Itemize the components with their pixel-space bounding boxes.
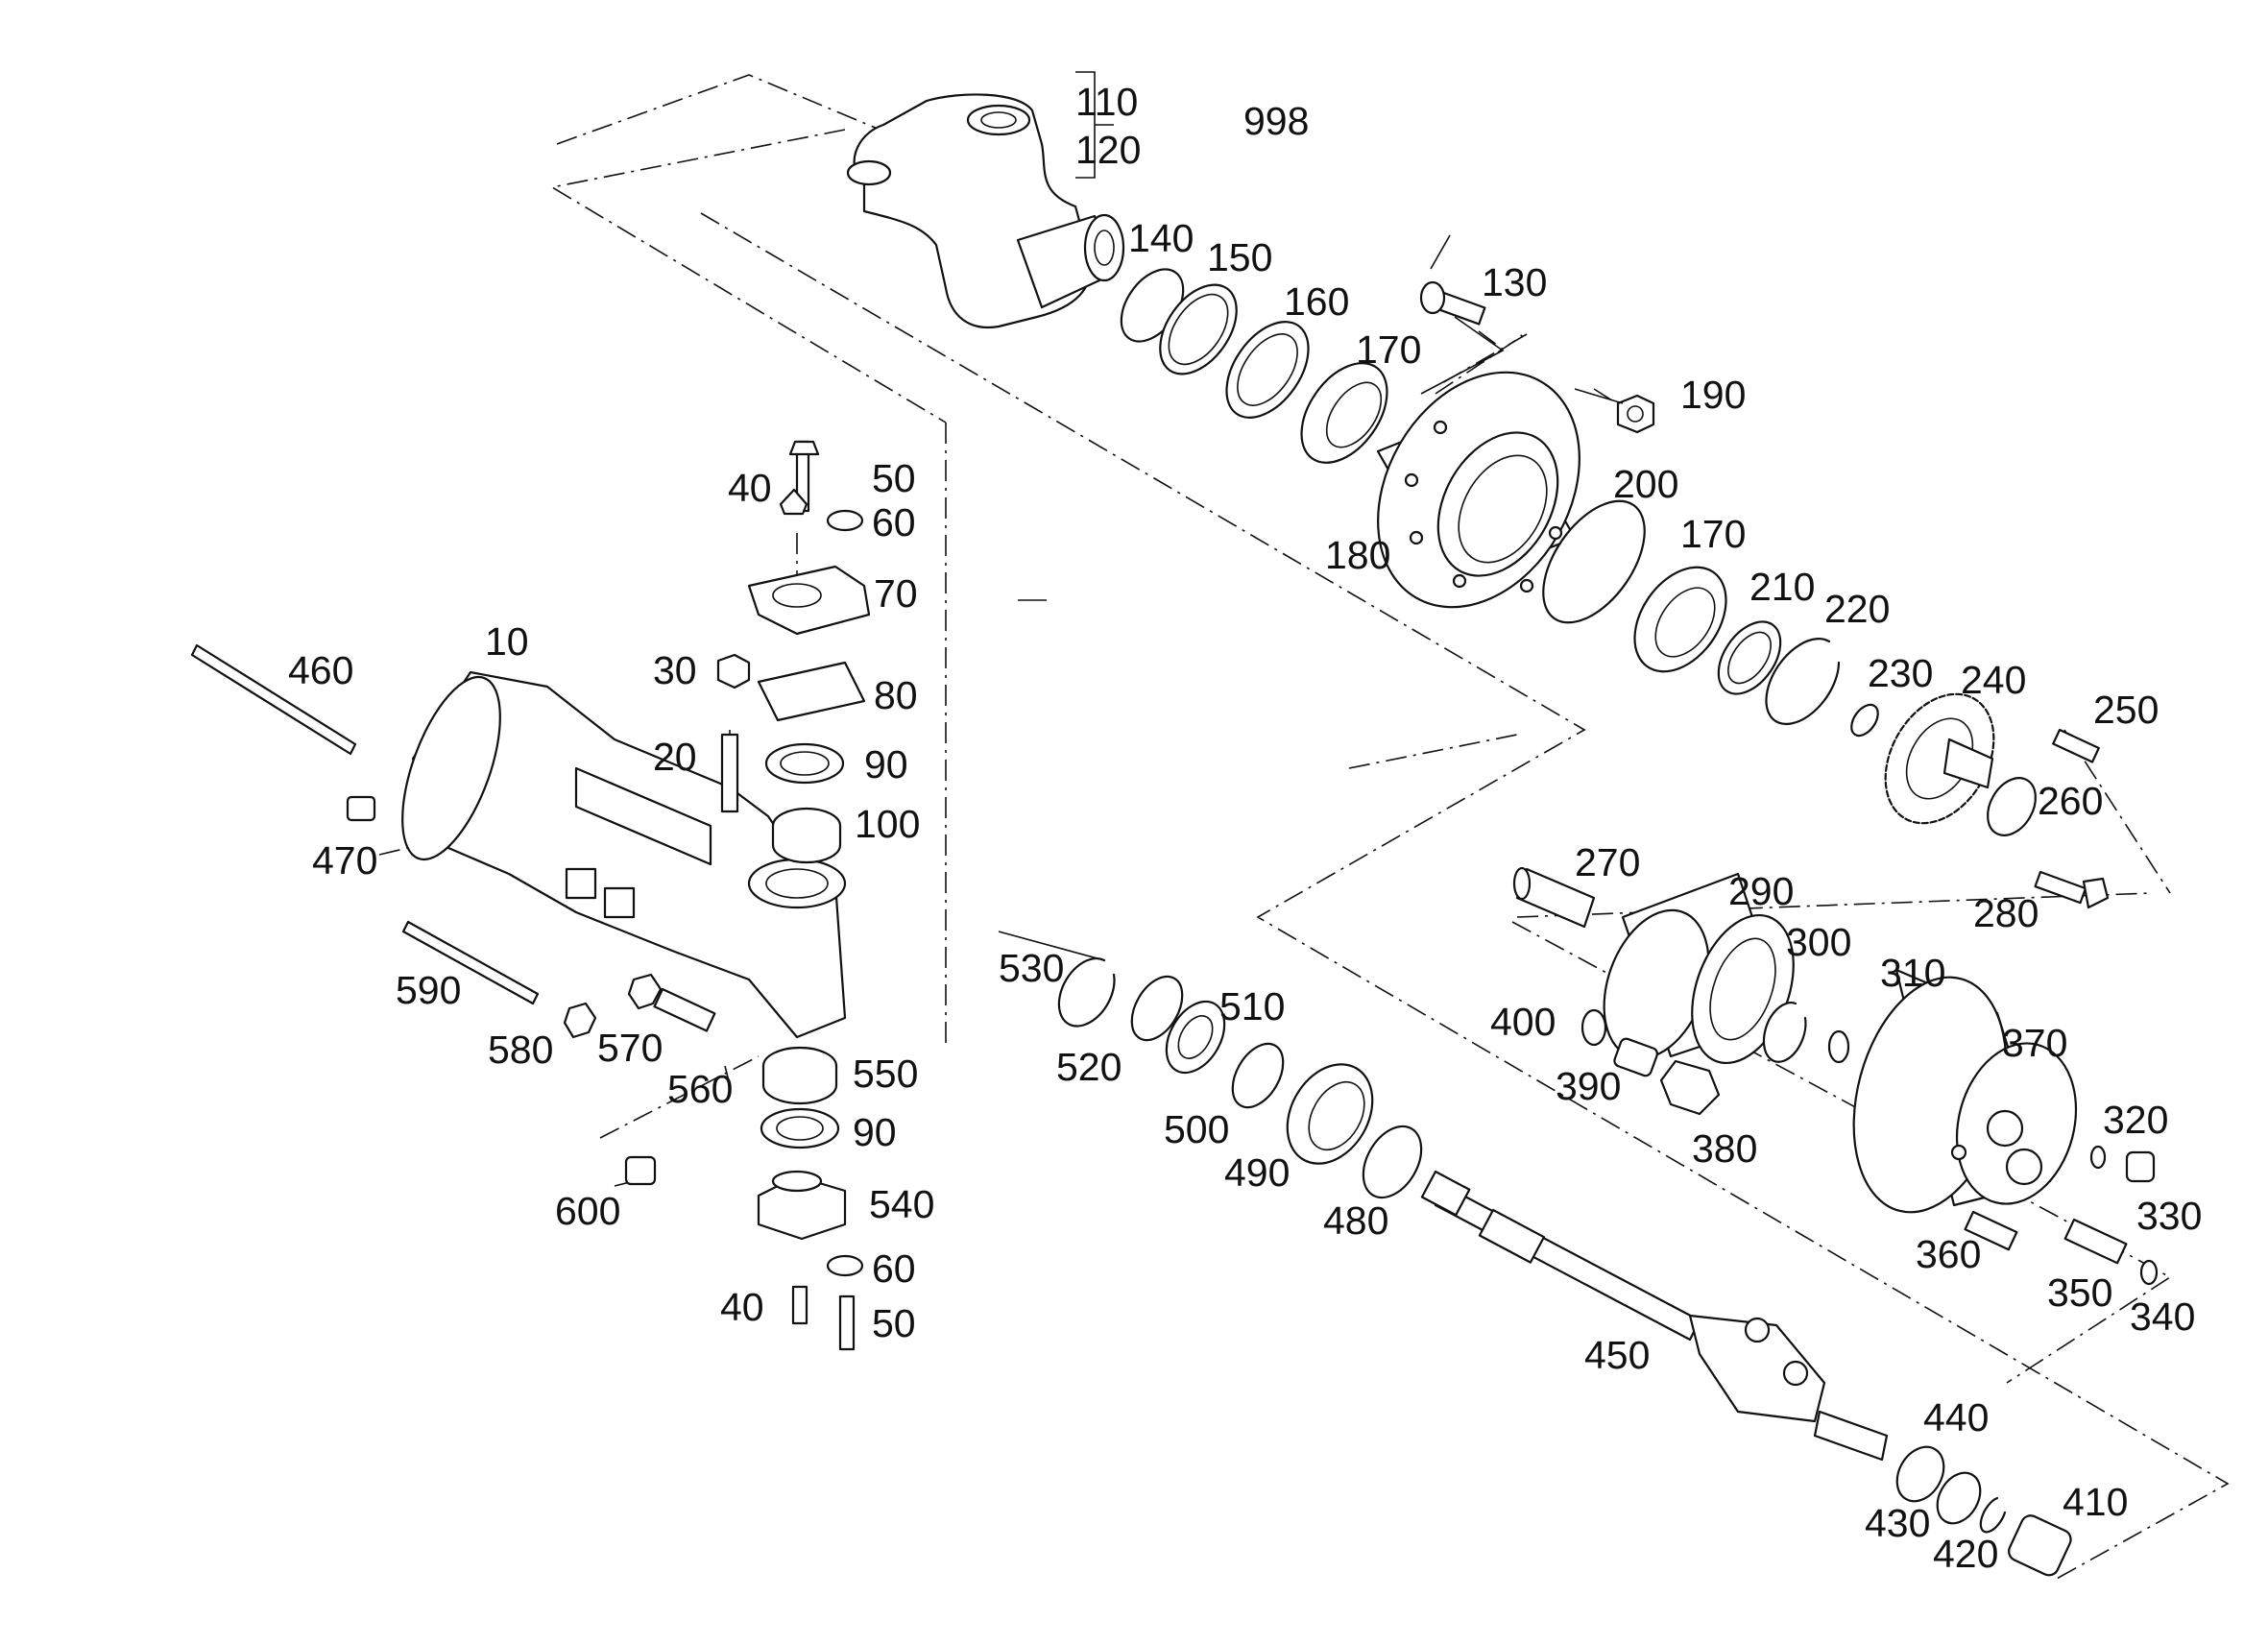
label-60-lower: 60 [872,1246,916,1291]
label-170-upper: 170 [1356,327,1421,372]
label-300: 300 [1786,920,1851,964]
label-220: 220 [1824,587,1890,631]
label-110: 110 [1075,80,1138,124]
label-490: 490 [1224,1150,1290,1195]
label-40-upper: 40 [728,466,772,510]
label-90-lower: 90 [853,1110,897,1154]
bolt-280 [2034,870,2110,909]
label-320: 320 [2103,1098,2168,1142]
label-50-lower: 50 [872,1301,916,1345]
label-410: 410 [2063,1480,2128,1524]
label-400: 400 [1490,1000,1556,1044]
axle-housing [401,670,847,1039]
leader-lines [724,71,1624,1086]
lower-kingpin [757,1046,864,1351]
planet-pins [1964,1145,2159,1286]
label-350: 350 [2047,1270,2112,1315]
label-190: 190 [1680,373,1746,417]
label-130: 130 [1482,260,1547,304]
label-280: 280 [1973,891,2039,935]
label-210: 210 [1749,565,1815,609]
label-560: 560 [667,1067,733,1111]
label-50-upper: 50 [872,456,916,500]
label-470: 470 [312,838,377,883]
label-270: 270 [1575,840,1640,884]
seal-rings-upper [1120,268,1388,464]
label-510: 510 [1219,984,1285,1028]
upper-kingpin [747,440,871,864]
label-550: 550 [853,1052,918,1096]
sun-gear [1884,692,2037,836]
inner-bearings [1057,957,1423,1199]
label-140: 140 [1128,216,1194,260]
label-440: 440 [1923,1395,1989,1439]
label-90-upper: 90 [864,742,908,786]
label-500: 500 [1164,1107,1229,1151]
label-360: 360 [1916,1232,1981,1276]
nut-190 [1616,394,1655,434]
wheel-hub [1376,371,1580,609]
label-100: 100 [855,802,920,846]
label-530: 530 [999,946,1064,990]
label-240: 240 [1961,658,2026,702]
label-40-lower: 40 [720,1285,764,1329]
label-420: 420 [1933,1532,1998,1576]
planet-parts [1580,1002,1850,1116]
label-390: 390 [1556,1064,1621,1108]
outer-bearings [1895,1445,2072,1577]
label-60-upper: 60 [872,500,916,544]
label-450: 450 [1584,1333,1650,1377]
label-160: 160 [1284,279,1349,324]
label-480: 480 [1323,1198,1388,1243]
label-430: 430 [1865,1501,1930,1545]
label-520: 520 [1056,1045,1122,1089]
label-310: 310 [1880,951,1945,995]
label-230: 230 [1868,651,1933,695]
housing-fasteners [190,643,751,1186]
label-380: 380 [1692,1126,1757,1171]
steering-knuckle [846,93,1125,329]
label-340: 340 [2130,1294,2195,1339]
label-600: 600 [555,1189,620,1233]
label-540: 540 [869,1182,934,1226]
label-570: 570 [597,1026,663,1070]
bolt-130 [1419,280,1486,326]
axle-shaft [1420,1170,1889,1462]
label-170-lower: 170 [1680,512,1746,556]
planet-carrier [1852,968,2078,1214]
label-370: 370 [2002,1021,2067,1065]
label-580: 580 [488,1028,553,1072]
label-590: 590 [396,968,461,1012]
label-460: 460 [288,648,353,692]
label-10: 10 [485,619,529,664]
bearing-set-hub [1542,499,1879,738]
label-330: 330 [2136,1194,2202,1238]
label-120: 120 [1075,128,1141,172]
pin-250 [2052,728,2100,763]
label-20: 20 [653,735,697,779]
label-70: 70 [874,571,918,616]
label-260: 260 [2038,779,2103,823]
label-290: 290 [1728,869,1794,913]
label-30: 30 [653,648,697,692]
label-998: 998 [1243,99,1309,143]
label-150: 150 [1207,235,1272,279]
label-200: 200 [1613,462,1678,506]
part-labels: 110 120 998 140 150 130 160 170 190 200 … [288,80,2202,1576]
label-80: 80 [874,673,918,717]
label-180: 180 [1325,533,1390,577]
label-250: 250 [2093,688,2159,732]
